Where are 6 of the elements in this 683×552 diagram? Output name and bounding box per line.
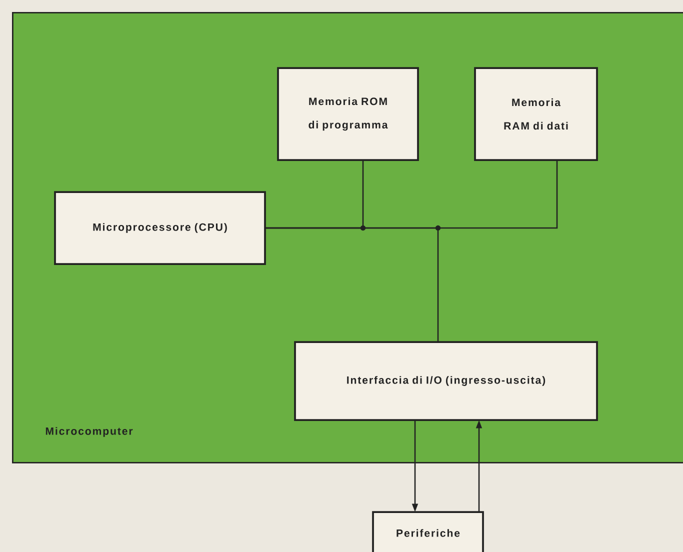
component-box: Memoria ROM di programma <box>277 67 419 161</box>
component-box: Microprocessore (CPU) <box>54 191 266 265</box>
component-box: Interfaccia di I/O (ingresso-uscita) <box>294 341 598 421</box>
connector-line <box>265 227 439 342</box>
component-box: Memoria RAM di dati <box>474 67 598 161</box>
component-box: Periferiche <box>372 511 484 552</box>
